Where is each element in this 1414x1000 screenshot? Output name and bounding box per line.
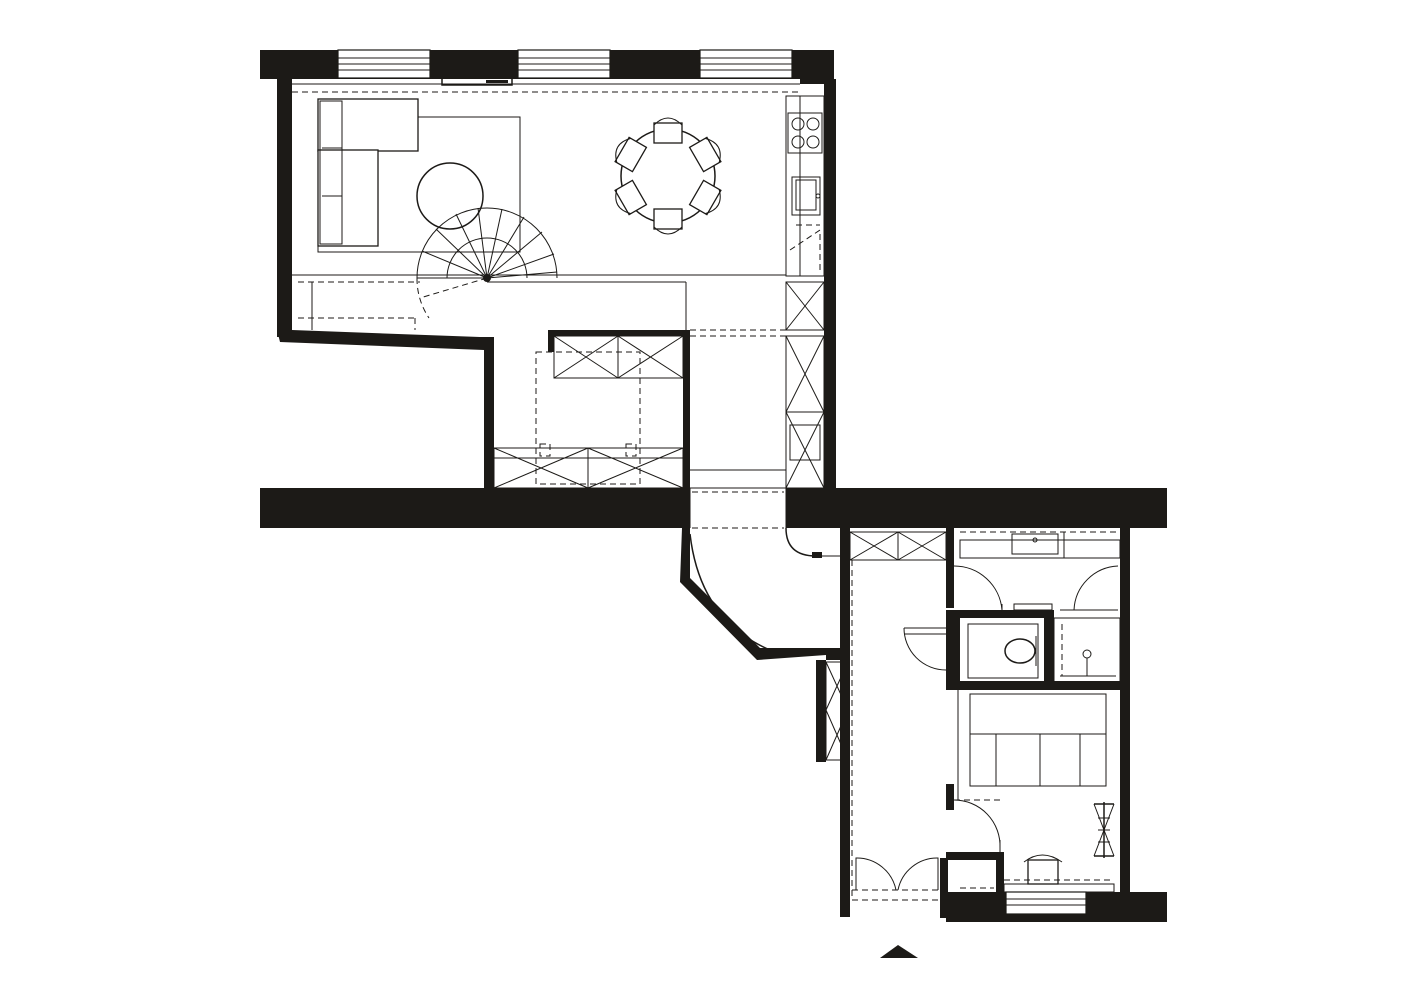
walls [260,50,1167,922]
hallway [689,488,947,901]
window-1 [337,49,431,79]
window-3 [699,49,793,79]
coffee-table [416,162,484,230]
spiral-staircase [416,207,558,319]
clothes-rack [1093,802,1115,858]
toilet [967,623,1039,679]
dining-table-set [614,117,722,235]
windows [337,49,1087,915]
bed [957,690,1107,800]
shower [1053,617,1121,683]
entrance-door [852,857,940,901]
kitchen-sink [791,176,821,216]
curved-door [689,533,771,651]
storage-area [493,335,684,489]
entrance-arrow-icon [880,945,918,958]
radiator [441,77,513,86]
living-room [292,83,800,330]
bedroom [953,690,1115,893]
window-bedroom [1005,891,1087,915]
window-2 [517,49,611,79]
sofa [317,98,419,247]
dining-chairs [614,117,722,235]
cooktop [787,112,823,154]
bathroom [953,531,1121,683]
door-swing-arc [785,527,817,557]
kitchen [690,95,825,489]
